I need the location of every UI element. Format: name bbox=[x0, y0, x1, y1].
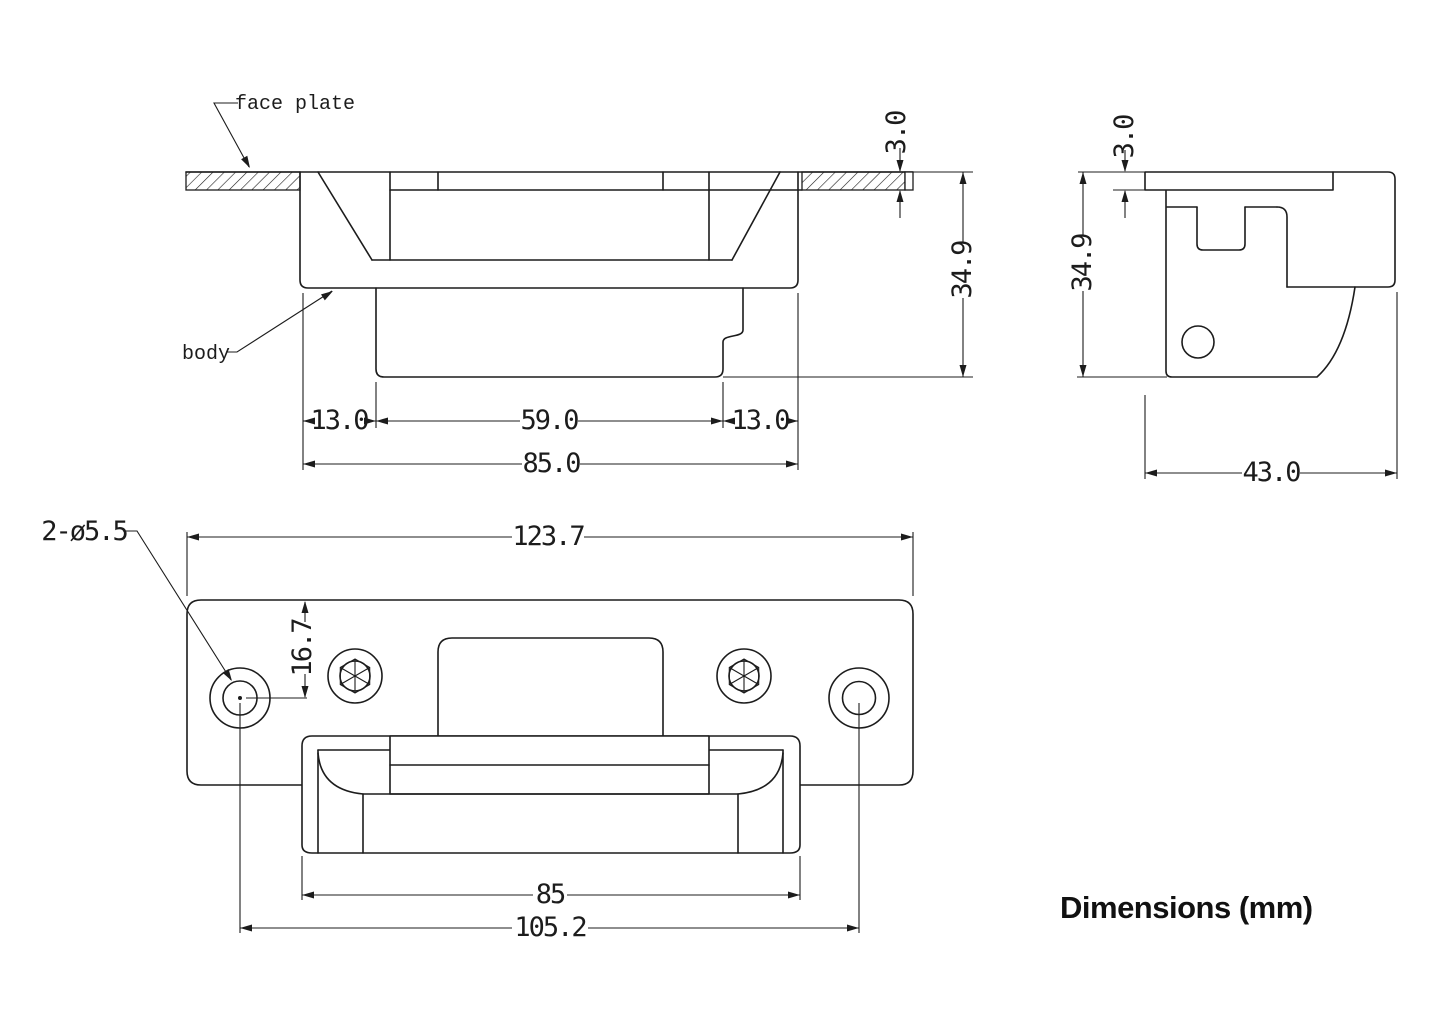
dim-body-width: 85 bbox=[536, 879, 565, 910]
mounting-hole-left bbox=[209, 667, 271, 729]
dim-faceplate-thickness: 3.0 bbox=[881, 111, 912, 155]
side-slot bbox=[1196, 206, 1246, 251]
dim-hole-spacing: 105.2 bbox=[514, 912, 585, 943]
body-label: body bbox=[182, 343, 230, 366]
dim-body-height: 34.9 bbox=[947, 241, 978, 299]
side-section-view: 3.0 34.9 43.0 bbox=[1067, 115, 1398, 488]
dim-body-depth: 43.0 bbox=[1242, 457, 1300, 488]
front-section-view: face plate body 13.0 59.0 13.0 8 bbox=[182, 93, 978, 479]
units-note: Dimensions (mm) bbox=[1060, 890, 1313, 925]
face-plate-leader bbox=[213, 102, 250, 168]
side-hole bbox=[1181, 325, 1215, 359]
face-plate-label: face plate bbox=[235, 93, 355, 116]
dim-side-body-height: 34.9 bbox=[1067, 234, 1098, 292]
screw-right bbox=[716, 648, 772, 704]
screw-left bbox=[327, 648, 383, 704]
body-leader bbox=[226, 290, 333, 353]
body-outline bbox=[299, 171, 799, 289]
lower-body-outline bbox=[375, 287, 744, 378]
face-plate-outline bbox=[186, 599, 914, 786]
mounting-hole-right bbox=[828, 667, 890, 729]
keeper-cutout bbox=[437, 637, 664, 737]
dim-hole-center-offset: 16.7 bbox=[287, 619, 318, 677]
faceplate-hatch-left bbox=[185, 171, 301, 191]
side-faceplate bbox=[1144, 171, 1334, 191]
dim-keeper-width: 59.0 bbox=[520, 405, 578, 436]
face-view: 2-ø5.5 123.7 16.7 85 105.2 bbox=[41, 516, 914, 943]
dim-right-offset: 13.0 bbox=[731, 405, 789, 436]
faceplate-hatch-right bbox=[801, 171, 906, 191]
dim-left-offset: 13.0 bbox=[310, 405, 368, 436]
dim-overall-width: 85.0 bbox=[522, 448, 580, 479]
holes-callout: 2-ø5.5 bbox=[41, 516, 127, 547]
dim-faceplate-length: 123.7 bbox=[512, 521, 584, 552]
dim-side-faceplate-thickness: 3.0 bbox=[1109, 115, 1140, 159]
holes-leader bbox=[123, 530, 232, 681]
side-body-outline bbox=[1165, 171, 1396, 378]
